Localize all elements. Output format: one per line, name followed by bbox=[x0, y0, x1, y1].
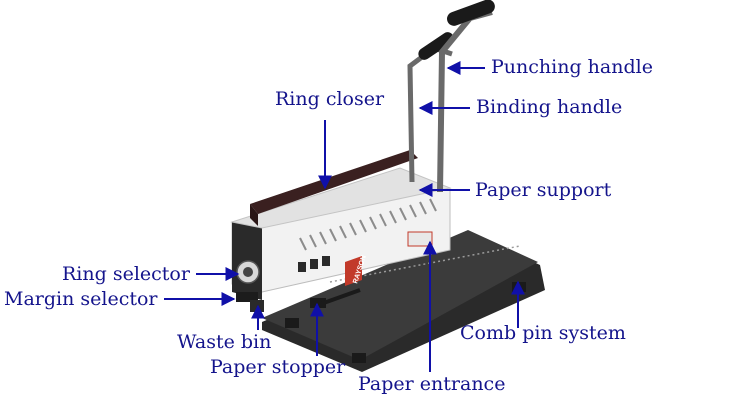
label-comb-pin-system: Comb pin system bbox=[460, 322, 626, 344]
margin-selector-block bbox=[236, 292, 258, 302]
label-punching-handle: Punching handle bbox=[491, 56, 653, 78]
label-binding-handle: Binding handle bbox=[476, 96, 623, 118]
label-paper-support: Paper support bbox=[475, 179, 612, 201]
punching-handle bbox=[437, 0, 495, 193]
label-ring-selector: Ring selector bbox=[62, 263, 190, 285]
label-paper-stopper: Paper stopper bbox=[210, 356, 346, 378]
ring-closer-bar bbox=[250, 150, 418, 214]
ring-selector-dial bbox=[236, 260, 260, 284]
label-margin-selector: Margin selector bbox=[4, 288, 158, 310]
machine-body-top bbox=[230, 167, 452, 229]
machine-illustration: RAYSON bbox=[230, 0, 545, 372]
label-ring-closer: Ring closer bbox=[275, 88, 385, 110]
comb-pins bbox=[299, 198, 437, 251]
binding-handle bbox=[407, 32, 454, 183]
label-waste-bin: Waste bin bbox=[177, 331, 272, 353]
label-paper-entrance: Paper entrance bbox=[358, 373, 506, 395]
callout-arrows bbox=[164, 61, 525, 372]
base-plate-top bbox=[262, 230, 538, 360]
